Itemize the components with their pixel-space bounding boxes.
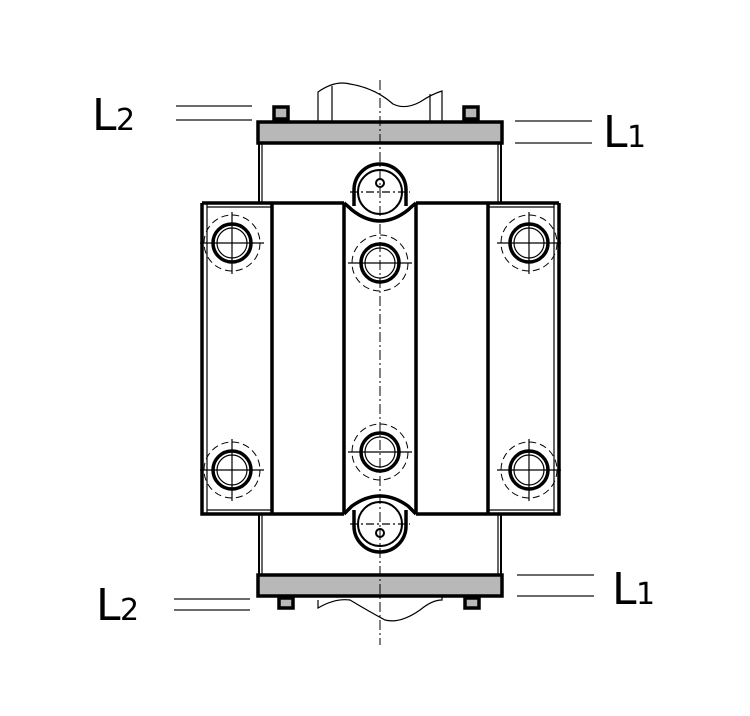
top-shaft-break (317, 82, 443, 124)
svg-text:1: 1 (636, 577, 655, 612)
svg-text:L: L (603, 107, 628, 158)
label-bottom-left: L 2 (96, 580, 139, 631)
housing-sides (258, 143, 502, 575)
bolt-hole-right-bottom (497, 439, 561, 501)
right-flange (486, 203, 554, 514)
leader-lines (174, 105, 594, 611)
label-bottom-right: L 1 (612, 564, 655, 615)
label-top-left: L 2 (92, 90, 135, 141)
bolt-hole-left-bottom (200, 439, 264, 501)
svg-text:2: 2 (116, 103, 135, 138)
left-flange (207, 203, 274, 514)
bottom-shaft-break (317, 597, 443, 622)
svg-text:2: 2 (120, 593, 139, 628)
svg-text:L: L (96, 580, 121, 631)
svg-text:L: L (92, 90, 117, 141)
top-clamp-plate (256, 105, 504, 145)
center-rail (342, 201, 418, 516)
svg-text:L: L (612, 564, 637, 615)
svg-text:1: 1 (627, 120, 646, 155)
label-top-right: L 1 (603, 107, 646, 158)
bolt-hole-left-top (200, 212, 264, 274)
bolt-hole-right-top (497, 212, 561, 274)
